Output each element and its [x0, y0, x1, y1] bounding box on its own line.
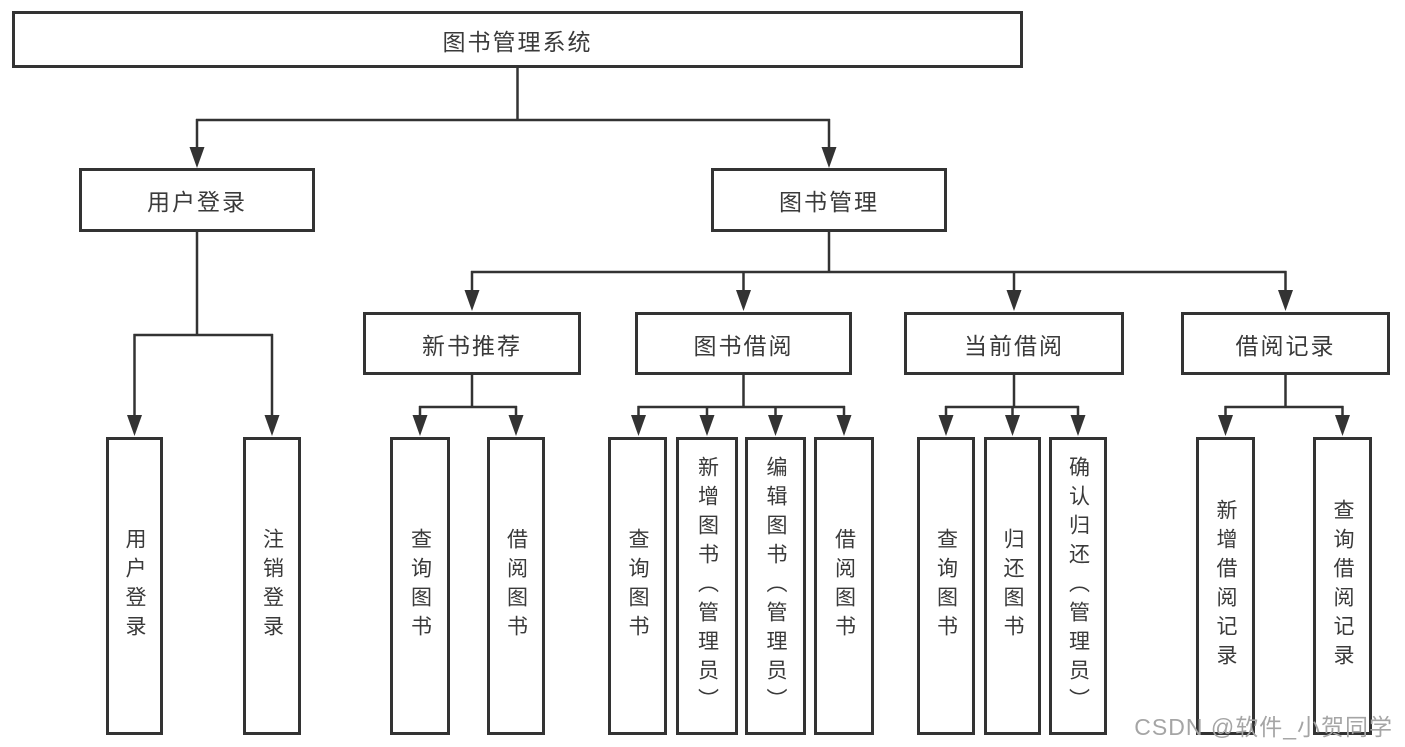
node-label: 用户登录: [147, 189, 247, 215]
node-label: 查询借阅记录: [1331, 499, 1354, 673]
node-label: 查询图书: [408, 528, 432, 644]
node-label: 图书管理系统: [442, 28, 593, 55]
node-new-book-recommend: 新书推荐: [363, 312, 581, 375]
node-book-borrow: 图书借阅: [635, 312, 852, 375]
leaf-current-confirm-return-admin: 确认归还（管理员）: [1049, 437, 1107, 735]
node-current-borrow: 当前借阅: [904, 312, 1124, 375]
node-label: 用户登录: [123, 528, 146, 644]
node-label: 图书借阅: [693, 332, 794, 359]
leaf-borrow-add-books-admin: 新增图书（管理员）: [676, 437, 738, 735]
watermark-text: CSDN @软件_小贺同学: [1134, 714, 1393, 740]
leaf-newrec-borrow-books: 借阅图书: [487, 437, 545, 735]
leaf-newrec-query-books: 查询图书: [390, 437, 450, 735]
node-label: 注销登录: [260, 528, 284, 644]
node-label: 借阅图书: [504, 528, 528, 644]
node-library-management-system: 图书管理系统: [12, 11, 1023, 68]
node-label: 归还图书: [1001, 528, 1024, 644]
node-book-management: 图书管理: [711, 168, 947, 232]
leaf-user-login: 用户登录: [106, 437, 163, 735]
leaf-current-return-books: 归还图书: [984, 437, 1041, 735]
node-label: 新增图书（管理员）: [695, 455, 719, 717]
node-user-login: 用户登录: [79, 168, 315, 232]
leaf-records-query-record: 查询借阅记录: [1313, 437, 1372, 735]
leaf-borrow-query-books: 查询图书: [608, 437, 667, 735]
node-label: 查询图书: [626, 528, 649, 644]
node-borrow-records: 借阅记录: [1181, 312, 1390, 375]
leaf-records-add-record: 新增借阅记录: [1196, 437, 1255, 735]
node-label: 查询图书: [934, 528, 958, 644]
node-label: 编辑图书（管理员）: [764, 455, 787, 717]
leaf-borrow-borrow-books: 借阅图书: [814, 437, 874, 735]
node-label: 确认归还（管理员）: [1066, 455, 1090, 717]
node-label: 借阅图书: [832, 528, 856, 644]
node-label: 图书管理: [779, 189, 879, 215]
leaf-borrow-edit-books-admin: 编辑图书（管理员）: [745, 437, 806, 735]
leaf-current-query-books: 查询图书: [917, 437, 975, 735]
node-label: 新书推荐: [422, 332, 522, 359]
node-label: 当前借阅: [964, 332, 1064, 359]
node-label: 借阅记录: [1235, 332, 1336, 359]
leaf-logout-login: 注销登录: [243, 437, 301, 735]
node-label: 新增借阅记录: [1214, 499, 1237, 673]
